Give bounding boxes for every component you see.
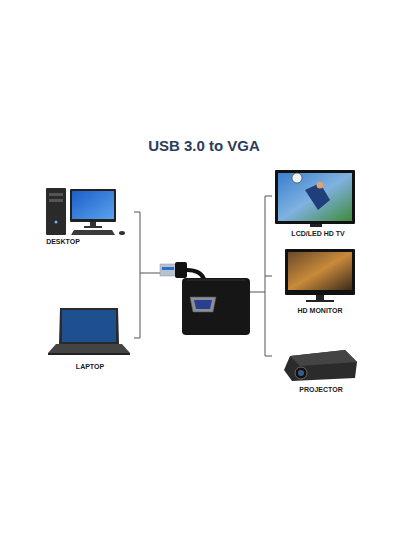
laptop-illustration (48, 308, 130, 355)
device-label: LCD/LED HD TV (290, 230, 345, 237)
title: USB 3.0 to VGA (148, 137, 260, 154)
desktop-illustration (46, 188, 125, 235)
adapter-illustration (160, 262, 250, 335)
tv-illustration (275, 170, 355, 227)
device-label: PROJECTOR (298, 386, 343, 393)
bracket-lines (134, 196, 272, 356)
device-label: DESKTOP (45, 238, 81, 245)
monitor-illustration (285, 249, 355, 302)
device-label: LAPTOP (75, 363, 105, 370)
device-label: HD MONITOR (297, 307, 344, 314)
projector-illustration (284, 350, 357, 381)
